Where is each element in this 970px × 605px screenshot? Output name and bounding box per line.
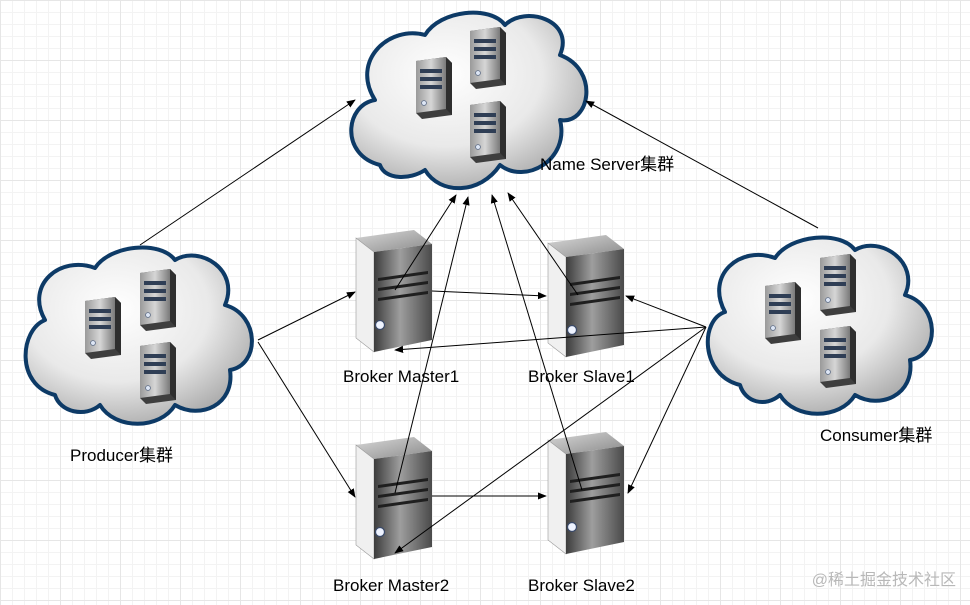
consumer-cloud: [705, 235, 934, 416]
server-icon: [819, 325, 857, 389]
arrow-consumer-to-master1: [394, 326, 707, 353]
producer-cluster-label: Producer集群: [70, 446, 173, 465]
broker-master1-label: Broker Master1: [343, 367, 460, 386]
arrow-consumer-to-master2: [394, 326, 707, 554]
arrow-consumer-to-slave1: [625, 295, 707, 328]
arrow-consumer-to-slave2: [627, 326, 707, 494]
connection-arrows: [139, 99, 819, 554]
arrow-consumer-to-nameserver: [585, 100, 819, 229]
broker-slave1-server-icon: [547, 234, 625, 358]
arrow-producer-to-master2: [257, 341, 356, 498]
arrow-slave1-to-nameserver: [507, 192, 579, 296]
server-icon: [469, 26, 507, 90]
server-icon: [139, 268, 177, 332]
arrow-master1-to-nameserver: [394, 194, 457, 291]
broker-slave1-label: Broker Slave1: [528, 367, 635, 386]
watermark: @稀土掘金技术社区: [811, 572, 956, 589]
producer-cloud: [23, 245, 254, 426]
broker-slave2-server-icon: [547, 431, 625, 555]
server-icon: [764, 281, 802, 345]
broker-master1-server-icon: [355, 229, 433, 353]
arrow-master1-to-slave1: [431, 290, 547, 300]
server-icon: [819, 253, 857, 317]
server-icon: [139, 341, 177, 405]
server-icon: [469, 100, 507, 164]
arrow-master2-to-nameserver: [394, 196, 470, 494]
arrow-slave2-to-nameserver: [490, 194, 583, 491]
broker-slave2-label: Broker Slave2: [528, 576, 635, 595]
name-server-cluster-label: Name Server集群: [540, 155, 675, 174]
server-icon: [415, 56, 453, 120]
broker-master2-label: Broker Master2: [333, 576, 450, 595]
broker-master2-server-icon: [355, 436, 433, 560]
consumer-cluster-label: Consumer集群: [820, 426, 933, 445]
server-icon: [84, 296, 122, 360]
arrow-producer-to-master1: [257, 291, 356, 341]
name-server-cloud: [349, 10, 589, 191]
arrow-producer-to-nameserver: [139, 99, 356, 246]
